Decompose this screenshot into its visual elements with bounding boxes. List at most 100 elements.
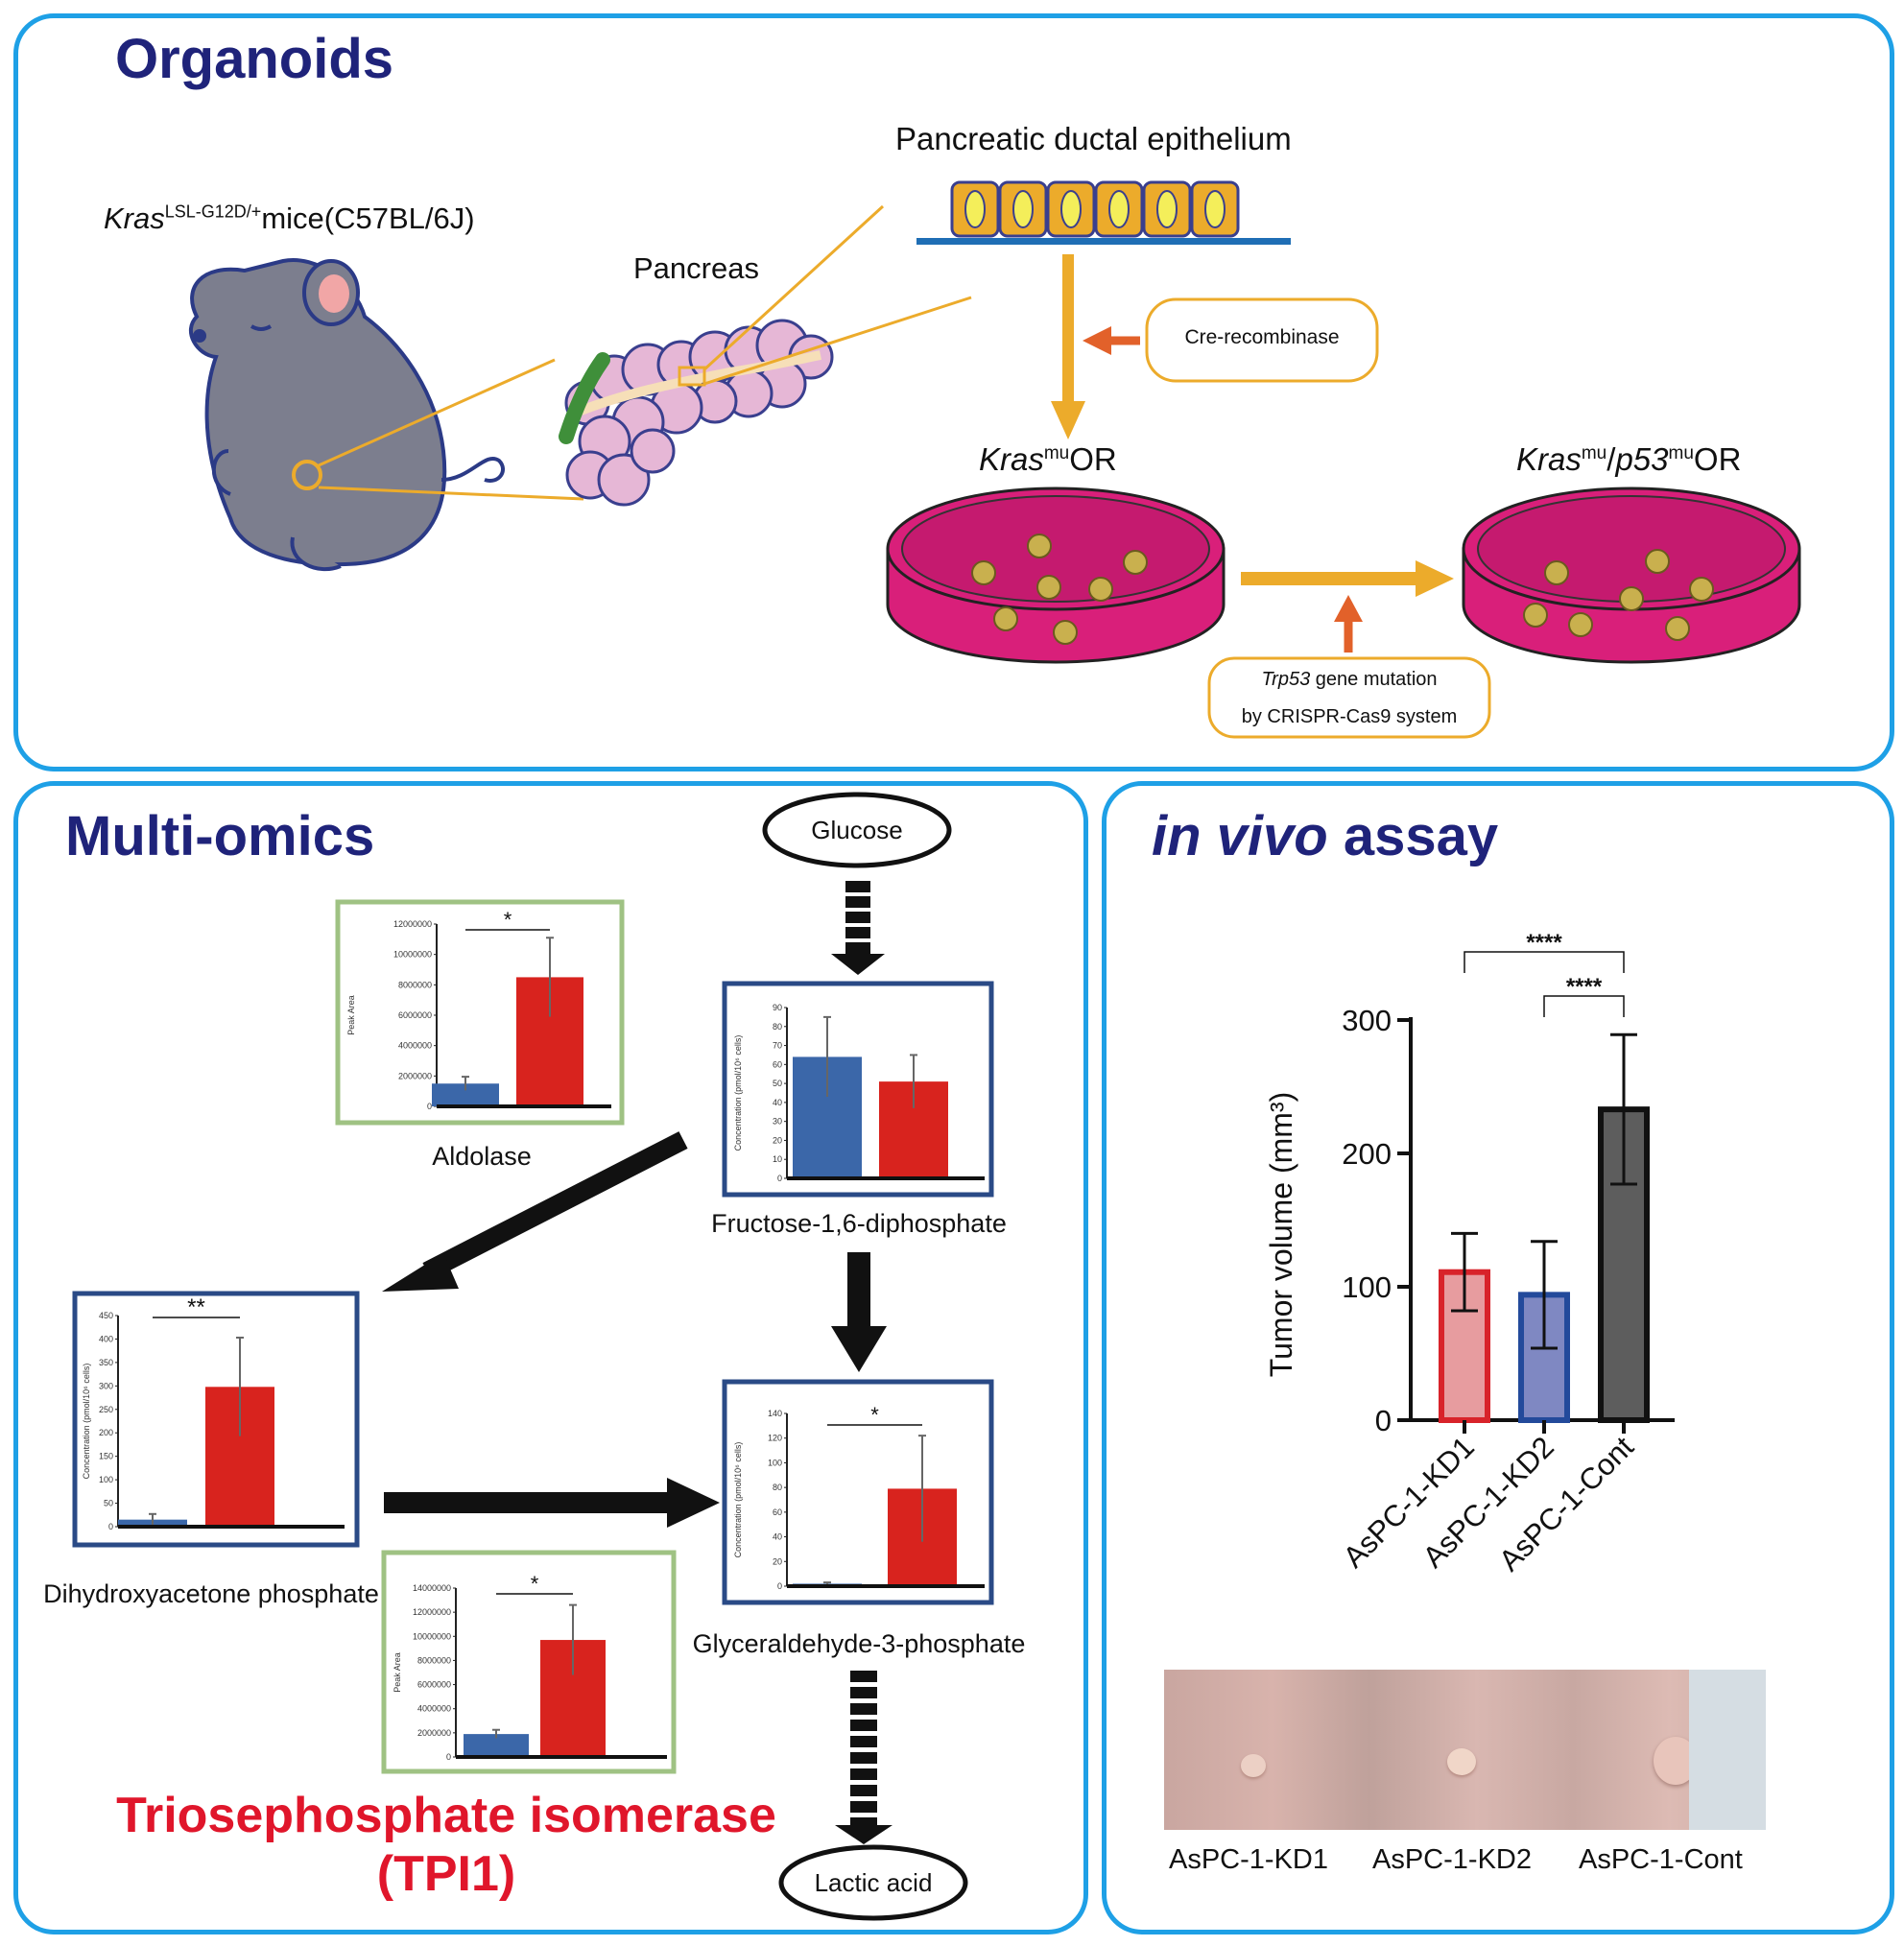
y-tick-label: 2000000: [417, 1728, 451, 1738]
y-axis-label: Tumor volume (mm³): [1264, 1092, 1298, 1377]
ductal-epithelium: [916, 180, 1291, 245]
y-tick-label: 0: [446, 1752, 451, 1762]
cre-box: [1145, 297, 1379, 383]
y-tick-label: 120: [768, 1434, 782, 1443]
y-tick-label: 40: [773, 1098, 782, 1107]
organoid: [1619, 586, 1644, 611]
y-tick-label: 0: [108, 1522, 113, 1531]
invivo-title-rest: assay: [1327, 805, 1499, 867]
cell-nucleus: [1012, 190, 1034, 228]
invivo-title-italic: in vivo: [1152, 805, 1328, 867]
crispr-label: by CRISPR-Cas9 system: [1241, 706, 1458, 727]
mouse-label-strain: mice(C57BL/6J): [261, 202, 475, 235]
multiomics-title: Multi-omics: [65, 805, 375, 867]
y-tick-label: 300: [1342, 1004, 1392, 1037]
photo-label-kd2: AsPC-1-KD2: [1372, 1844, 1532, 1875]
glucose-node: [762, 792, 952, 868]
kras-p53-gene1: Kras: [1516, 441, 1582, 477]
significance-label: ****: [1526, 930, 1562, 956]
multistep-arrow-top: [831, 881, 885, 975]
y-tick-label: 400: [99, 1334, 113, 1343]
trp53-rest: gene mutation: [1310, 669, 1438, 690]
lactic-acid-label: Lactic acid: [814, 1868, 933, 1897]
y-tick-label: 140: [768, 1409, 782, 1418]
tumor-nodule-kd2: [1447, 1748, 1476, 1775]
dhap-chart: 050100150200250300350400450Concentration…: [82, 1296, 345, 1531]
pancreas-label: Pancreas: [633, 251, 759, 285]
mouse-illustration: [189, 258, 505, 572]
bar: [432, 1083, 499, 1106]
significance-label: *: [870, 1403, 879, 1427]
pancreas-illustration: [559, 319, 834, 507]
kras-or-gene: Kras: [979, 441, 1044, 477]
y-tick-label: 250: [99, 1405, 113, 1414]
y-tick-label: 0: [427, 1102, 432, 1111]
lactic-acid-node: [778, 1844, 968, 1921]
organoids-title: Organoids: [115, 28, 394, 90]
organoid: [1568, 612, 1593, 637]
multistep-arrow-bottom: [835, 1671, 892, 1844]
y-tick-label: 6000000: [398, 1010, 432, 1020]
organoid-dots: [971, 534, 1714, 645]
mouse-label-gene: Kras: [104, 202, 165, 235]
y-tick-label: 50: [773, 1079, 782, 1088]
y-tick-label: 350: [99, 1358, 113, 1367]
invivo-title: in vivo assay: [1152, 804, 1498, 868]
significance-label: *: [531, 1572, 539, 1596]
y-tick-label: 12000000: [393, 919, 432, 929]
y-tick-label: 200: [99, 1428, 113, 1437]
significance-bracket: [1543, 995, 1625, 1017]
y-tick-label: 10000000: [393, 950, 432, 960]
organoid: [1053, 620, 1078, 645]
y-tick-label: 10000000: [413, 1631, 451, 1641]
cell-nucleus: [1156, 190, 1178, 228]
organoid: [1088, 577, 1113, 602]
y-axis-label: Peak Area: [393, 1652, 402, 1693]
y-tick-label: 10: [773, 1154, 782, 1164]
y-tick-label: 4000000: [417, 1704, 451, 1714]
tpi1-chart: 0200000040000006000000800000010000000120…: [393, 1572, 667, 1762]
cell-nucleus: [1060, 190, 1082, 228]
y-tick-label: 4000000: [398, 1041, 432, 1051]
kras-p53-gene2: p53: [1615, 441, 1669, 477]
mouse-tumor-photo: [1164, 1670, 1766, 1830]
y-tick-label: 12000000: [413, 1607, 451, 1617]
y-tick-label: 2000000: [398, 1071, 432, 1080]
significance-label: **: [187, 1296, 205, 1320]
cre-label: Cre-recombinase: [1184, 326, 1340, 348]
y-tick-label: 100: [1342, 1270, 1392, 1304]
y-tick-label: 300: [99, 1381, 113, 1390]
y-tick-label: 450: [99, 1311, 113, 1320]
g3p-caption: Glyceraldehyde-3-phosphate: [692, 1629, 1026, 1658]
enzyme-abbr: (TPI1): [376, 1846, 516, 1902]
organoid: [1544, 560, 1569, 585]
kras-p53-sup1: mu: [1581, 443, 1607, 463]
organoid: [1027, 534, 1052, 558]
y-tick-label: 20: [773, 1135, 782, 1145]
kras-or-label: KrasmuOR: [979, 441, 1117, 478]
y-tick-label: 150: [99, 1452, 113, 1461]
y-axis-label: Peak Area: [346, 995, 356, 1035]
y-tick-label: 0: [777, 1174, 782, 1183]
significance-bracket: [1464, 951, 1625, 973]
y-tick-label: 80: [773, 1022, 782, 1032]
y-tick-label: 0: [1375, 1404, 1392, 1437]
y-tick-label: 60: [773, 1507, 782, 1517]
y-tick-label: 90: [773, 1003, 782, 1012]
cell-nucleus: [964, 190, 986, 228]
cell-nucleus: [1108, 190, 1130, 228]
y-axis-label: Concentration (pmol/10⁶ cells): [82, 1364, 91, 1480]
significance-label: *: [504, 908, 512, 932]
y-tick-label: 8000000: [417, 1655, 451, 1665]
y-tick-label: 60: [773, 1059, 782, 1069]
y-tick-label: 0: [777, 1581, 782, 1591]
y-tick-label: 70: [773, 1041, 782, 1051]
organoid: [1689, 577, 1714, 602]
organoid: [971, 560, 996, 585]
trp53-label: Trp53 gene mutation: [1209, 669, 1489, 691]
photo-background-right: [1689, 1670, 1766, 1830]
tumor-nodule-kd1: [1241, 1754, 1266, 1777]
organoid: [1665, 616, 1690, 641]
